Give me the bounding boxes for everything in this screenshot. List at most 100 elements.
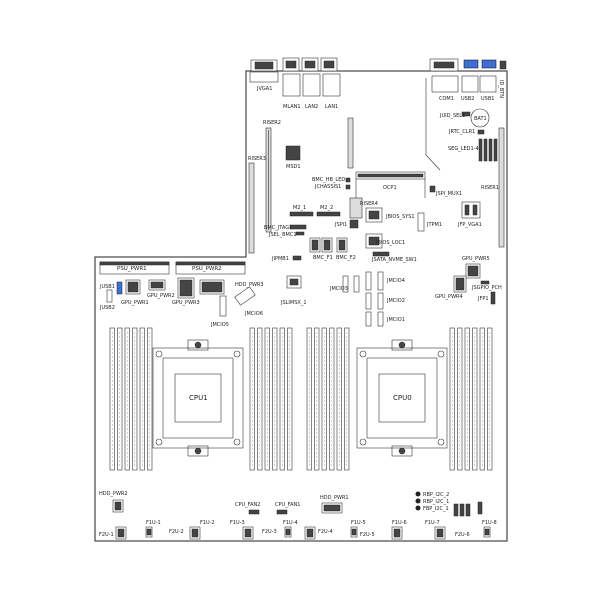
hdd-pwr2-connector [112, 499, 124, 513]
cpu0-socket [356, 339, 448, 457]
hdd-pwr1-label: HDD_PWR1 [320, 495, 349, 501]
dimm-bank-center-left-slot [287, 327, 293, 471]
f1u-4-label: F1U-4 [283, 520, 298, 526]
jslimsx-1-label: JSLIMSX_1 [280, 300, 307, 306]
dimm-bank-center-left-slot [272, 327, 278, 471]
jusb1-port [116, 281, 123, 295]
riser4-label: RISER4 [360, 201, 378, 207]
f1u-7-label: F1U-7 [425, 520, 440, 526]
dimm-bank-right-slot [457, 327, 463, 471]
seg-led-array [478, 138, 498, 162]
dimm-bank-right-slot [487, 327, 493, 471]
bmc-hb-led-label: BMC_HB_LED [312, 177, 345, 183]
battery-icon [470, 108, 490, 128]
jbios-sys1-label: JBIOS_SYS1 [385, 214, 415, 220]
jusb1-label: JUSB1 [99, 284, 115, 290]
cpu-fan1-header [276, 509, 288, 515]
jmcio4-connector [365, 271, 384, 291]
riser3-slot [248, 162, 255, 254]
f1u-5-label: F1U-5 [351, 520, 366, 526]
f2u-4-label: F2U-4 [318, 529, 333, 535]
jsgpio-pch-header [480, 280, 490, 285]
jmcio3-label: JMCIO3 [329, 286, 348, 292]
dimm-bank-center-right-slot [336, 327, 342, 471]
jmcio1-connector [365, 311, 384, 327]
m2-1-slot [289, 211, 314, 217]
psu-pwr2-connector [175, 261, 246, 275]
bmc-f1-label: BMC_F1 [313, 255, 333, 261]
juid-sel1-label: JUID_SEL1 [439, 113, 465, 119]
cpu-fan1-label: CPU_FAN1 [275, 502, 300, 508]
jrtc-clr1-label: JRTC_CLR1 [448, 129, 475, 135]
dimm-bank-center-left-slot [264, 327, 270, 471]
riser1-slot [498, 127, 505, 248]
dimm-bank-center-right-slot [321, 327, 327, 471]
m2-2-label: M2_2 [320, 205, 333, 211]
rbp-i2c-1-label: RBP_I2C_1 [423, 499, 449, 505]
cpu-fan2-header [248, 509, 260, 515]
board-outline [94, 70, 508, 542]
jmcio3-connector [342, 275, 360, 293]
riser4-slot [349, 197, 363, 219]
jfp1-label: JFP1 [477, 296, 489, 302]
cpu0-label: CPU0 [393, 394, 412, 402]
dimm-bank-left-slot [109, 327, 115, 471]
bmc-f2-label: BMC_F2 [336, 255, 356, 261]
cpu1-label: CPU1 [189, 394, 208, 402]
jtpm1-label: JTPM1 [426, 222, 442, 228]
dimm-bank-right-slot [464, 327, 470, 471]
fbp-i2c-1-label: FBP_I2C_1 [423, 506, 449, 512]
jspi-mux1-header [429, 185, 436, 193]
jipmb1-label: JIPMB1 [271, 256, 289, 262]
hdd-pwr1-connector [321, 502, 343, 514]
dimm-bank-left-slot [139, 327, 145, 471]
dimm-bank-center-right-slot [314, 327, 320, 471]
i2c-headers [453, 501, 483, 517]
mlan1-label: MLAN1 [283, 104, 301, 110]
jmcio1-label: JMCIO1 [386, 317, 405, 323]
dimm-bank-center-right-slot [306, 327, 312, 471]
gpu-pwr2-label: GPU_PWR2 [147, 293, 175, 299]
gpu-pwr3-connector [177, 277, 195, 299]
seg-led1-4-label: SEG_LED1-4 [448, 146, 479, 152]
psu-pwr1-label: PSU_PWR1 [117, 266, 147, 272]
f2u-6-label: F2U-6 [455, 532, 470, 538]
bmc-jtag1-header [289, 224, 307, 230]
bat1-label: BAT1 [474, 116, 487, 122]
jusb2-port [106, 289, 113, 303]
gpu-pwr1-label: GPU_PWR1 [121, 300, 149, 306]
jfp1-header [490, 291, 496, 305]
jmcio4-label: JMCIO4 [386, 278, 405, 284]
rbp-i2c-2-label: RBP_I2C_2 [423, 492, 449, 498]
jvga1-label: JVGA1 [256, 86, 272, 92]
jusb2-label: JUSB2 [99, 305, 115, 311]
jmcio5-label: JMCIO5 [210, 322, 229, 328]
f1u-3-label: F1U-3 [230, 520, 245, 526]
dimm-bank-center-left-slot [279, 327, 285, 471]
hdd-pwr-block [199, 279, 225, 295]
jsgpio-pch-label: JSGPIO_PCH [471, 285, 502, 291]
jmcio2-label: JMCIO2 [386, 298, 405, 304]
gpu-pwr5-connector [465, 263, 481, 279]
slim-connector-jmcio5 [219, 295, 227, 317]
dimm-bank-center-left-slot [257, 327, 263, 471]
hdd-pwr2-label: HDD_PWR2 [99, 491, 128, 497]
riser1-label: RISER1 [481, 185, 499, 191]
lan2-label: LAN2 [305, 104, 318, 110]
dimm-bank-center-left-slot [249, 327, 255, 471]
gpu-pwr5-label: GPU_PWR5 [462, 256, 490, 262]
fan-headers [115, 526, 491, 540]
msd1-chip [285, 145, 301, 161]
m2-1-label: M2_1 [293, 205, 306, 211]
usb2-label: USB2 [461, 96, 474, 102]
dimm-bank-left-slot [147, 327, 153, 471]
gpu-pwr1-connector [125, 279, 141, 295]
f1u-2-label: F1U-2 [200, 520, 215, 526]
riser2-slot [265, 127, 272, 233]
psu-pwr1-connector [99, 261, 170, 275]
vga-port [249, 59, 279, 83]
riser2-label: RISER2 [263, 120, 281, 126]
rear-io-right [429, 58, 507, 93]
cpu-fan2-label: CPU_FAN2 [235, 502, 260, 508]
